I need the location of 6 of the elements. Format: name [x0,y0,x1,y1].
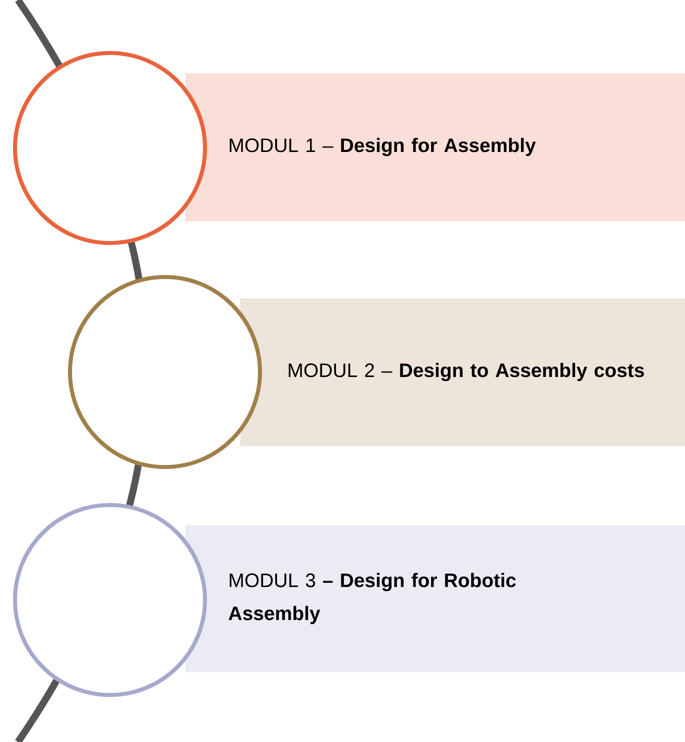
module-band: MODUL 2 – Design to Assembly costs [240,298,685,446]
module-band: MODUL 3 – Design for Robotic Assembly [185,525,685,672]
circle [13,51,207,245]
module-band: MODUL 1 – Design for Assembly [185,73,685,222]
circle [13,503,207,697]
circle [68,275,262,469]
